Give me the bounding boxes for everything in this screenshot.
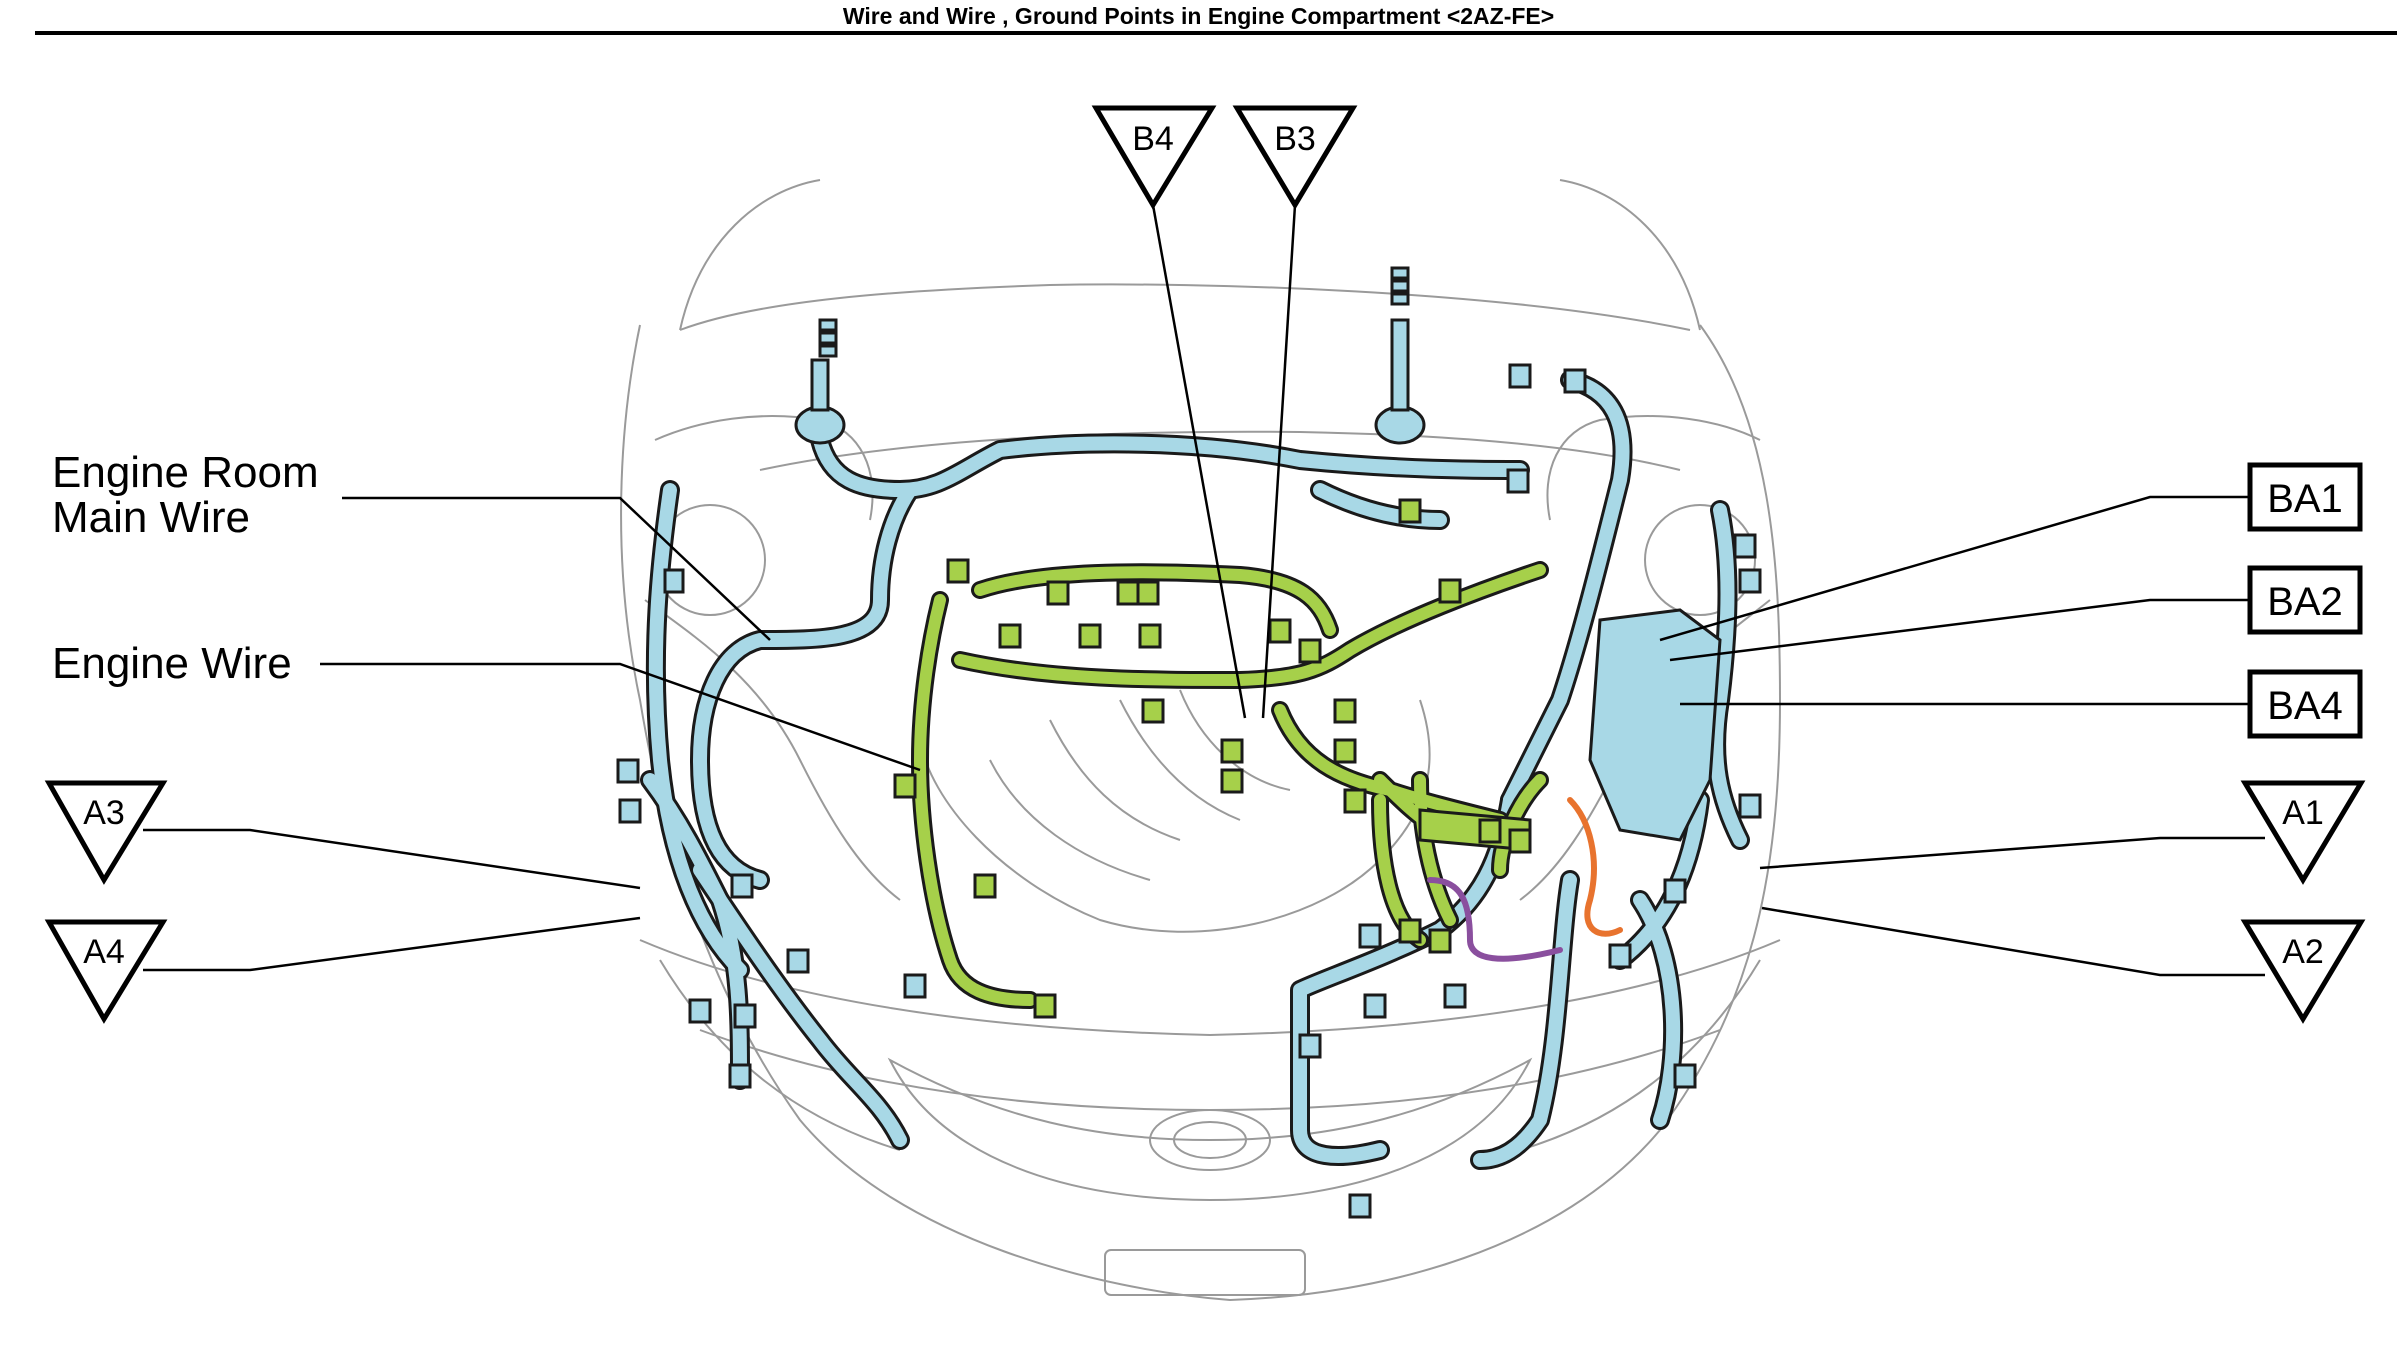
triangle-marker-a3: A3 [44, 780, 168, 885]
diagram-title: Wire and Wire , Ground Points in Engine … [842, 3, 1555, 29]
label-engine-wire: Engine Wire [52, 639, 292, 688]
engine-room-main-wire-fill [643, 373, 1747, 1167]
leader-b4 [1151, 204, 1247, 719]
leader-b3 [1261, 204, 1297, 719]
engine-wire-connectors [893, 498, 1532, 1019]
main-wire-connectors [616, 266, 1762, 1219]
box-marker-ba2: BA2 [2247, 565, 2363, 635]
triangle-marker-a1-label: A1 [2282, 794, 2324, 832]
triangle-marker-a4-label: A4 [83, 933, 125, 971]
ground-wire-orange [1567, 797, 1623, 937]
leader-lines [143, 204, 2265, 977]
box-marker-ba4-label: BA4 [2267, 684, 2343, 728]
triangle-marker-a2: A2 [2240, 919, 2366, 1024]
leader-a4 [143, 916, 641, 972]
triangle-marker-b4-label: B4 [1132, 120, 1174, 158]
ground-wire-purple [1427, 877, 1563, 962]
leader-engine-room-main-wire [342, 496, 771, 641]
triangle-marker-a2-label: A2 [2282, 933, 2324, 971]
triangle-marker-b3-label: B3 [1274, 120, 1316, 158]
box-marker-ba1: BA1 [2247, 462, 2363, 532]
leader-a3 [143, 828, 641, 890]
box-marker-ba4: BA4 [2247, 669, 2363, 739]
leader-a2 [1761, 906, 2265, 977]
leader-engine-wire [320, 662, 921, 772]
relay-block [1588, 608, 1722, 842]
triangle-marker-a1: A1 [2240, 780, 2366, 885]
label-engine-room: Engine Room [52, 448, 319, 497]
triangle-marker-b3: B3 [1232, 105, 1358, 210]
leader-a1 [1759, 836, 2265, 870]
leader-ba1 [1659, 495, 2250, 642]
grommets [794, 318, 1426, 445]
triangle-marker-b4: B4 [1091, 105, 1217, 210]
triangle-marker-a3-label: A3 [83, 794, 125, 832]
label-main-wire: Main Wire [52, 493, 250, 542]
box-marker-ba1-label: BA1 [2267, 477, 2343, 521]
leader-ba2 [1669, 598, 2250, 662]
box-marker-ba2-label: BA2 [2267, 580, 2343, 624]
triangle-marker-a4: A4 [44, 919, 168, 1024]
title-rule [35, 31, 2397, 35]
